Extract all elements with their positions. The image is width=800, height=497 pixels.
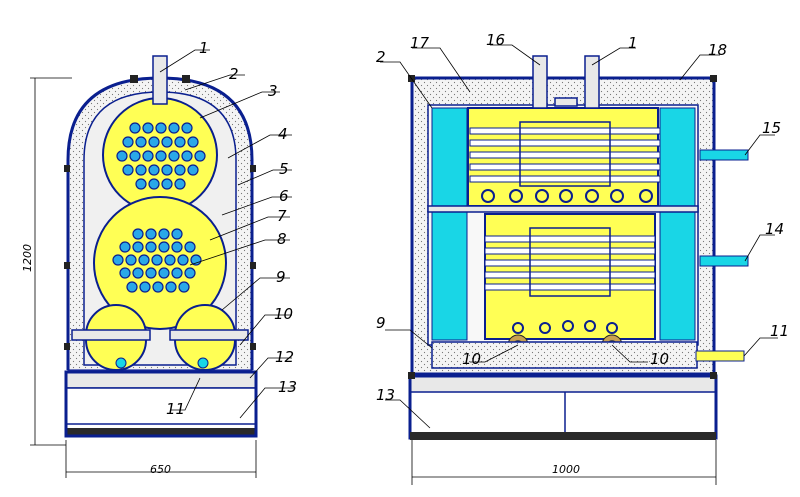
callout-12: 12 — [275, 348, 294, 366]
lower-tube-bundle — [112, 228, 202, 293]
top-pipe-16 — [532, 55, 548, 109]
callout-10-side-b: 10 — [650, 350, 669, 368]
callout-16: 16 — [486, 31, 505, 49]
dim-height-1200: 1200 — [21, 244, 34, 272]
front-view: 1200 650 1 2 3 4 5 6 7 8 9 10 12 13 11 — [21, 39, 297, 478]
base-frame-upper — [65, 371, 257, 389]
callout-4: 4 — [278, 125, 288, 143]
upper-tube-rows — [469, 121, 661, 187]
callout-15: 15 — [762, 119, 781, 137]
callout-9-side: 9 — [376, 314, 386, 332]
side-pipe-14 — [699, 255, 749, 267]
callout-13-side: 13 — [376, 386, 395, 404]
upper-header-circles — [481, 189, 653, 203]
lower-tube-rows — [484, 227, 656, 297]
side-pipe-11 — [695, 350, 745, 362]
right-lower-screen — [659, 209, 696, 341]
callout-9: 9 — [276, 268, 286, 286]
callout-2-side: 2 — [376, 48, 386, 66]
callout-14: 14 — [765, 220, 784, 238]
top-pipe-1 — [584, 55, 600, 109]
callout-18: 18 — [708, 41, 727, 59]
callout-7: 7 — [277, 207, 287, 225]
callout-5: 5 — [279, 160, 289, 178]
callout-11: 11 — [166, 400, 185, 418]
dim-width-650: 650 — [150, 463, 171, 476]
callout-13: 13 — [278, 378, 297, 396]
lower-header-circles — [512, 320, 618, 334]
callout-6: 6 — [279, 187, 289, 205]
callout-17: 17 — [410, 34, 430, 52]
right-upper-screen — [659, 107, 696, 209]
left-lower-screen — [431, 209, 468, 341]
callout-1-side: 1 — [628, 34, 638, 52]
upper-tube-bundle — [116, 122, 206, 190]
top-pipe-left — [152, 55, 168, 105]
side-base-plate — [410, 432, 716, 440]
callout-8: 8 — [277, 230, 287, 248]
left-upper-screen — [431, 107, 468, 209]
base-frame-lower — [65, 387, 257, 425]
dim-width-1000: 1000 — [552, 463, 580, 476]
callout-11-side: 11 — [770, 322, 789, 340]
callout-3: 3 — [268, 82, 278, 100]
callout-2: 2 — [229, 65, 239, 83]
callout-10-side-a: 10 — [462, 350, 481, 368]
callout-1: 1 — [199, 39, 209, 57]
base-plate — [66, 428, 256, 436]
side-view: 1000 17 16 1 18 2 15 14 11 9 10 10 13 — [376, 31, 789, 485]
callout-10: 10 — [274, 305, 293, 323]
side-pipe-15 — [699, 149, 749, 161]
